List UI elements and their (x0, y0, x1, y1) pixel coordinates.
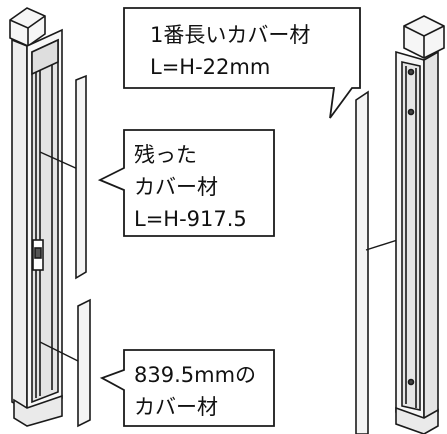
callout-short-cover: 839.5mmの カバー材 (99, 349, 275, 427)
cover-strip-lower (77, 298, 91, 428)
callout-remaining-line3: L=H-917.5 (134, 207, 247, 231)
cover-strip-upper (75, 74, 87, 280)
callout-remaining-line1: 残った (134, 143, 197, 167)
callout-remaining-line2: カバー材 (134, 175, 218, 199)
left-post (9, 7, 63, 427)
callout-longest-line2: L=H-22mm (150, 55, 270, 79)
callout-short-line2: カバー材 (134, 395, 218, 419)
leader-line-left-upper (39, 151, 81, 171)
callout-short-line1: 839.5mmの (134, 363, 256, 387)
right-post (395, 15, 445, 434)
leader-line-left-lower (39, 341, 81, 363)
callout-remaining-cover: 残った カバー材 L=H-917.5 (97, 129, 275, 237)
cover-strip-longest (355, 90, 369, 434)
callout-longest-line1: 1番長いカバー材 (150, 23, 310, 47)
callout-longest-cover: 1番長いカバー材 L=H-22mm (123, 7, 361, 119)
